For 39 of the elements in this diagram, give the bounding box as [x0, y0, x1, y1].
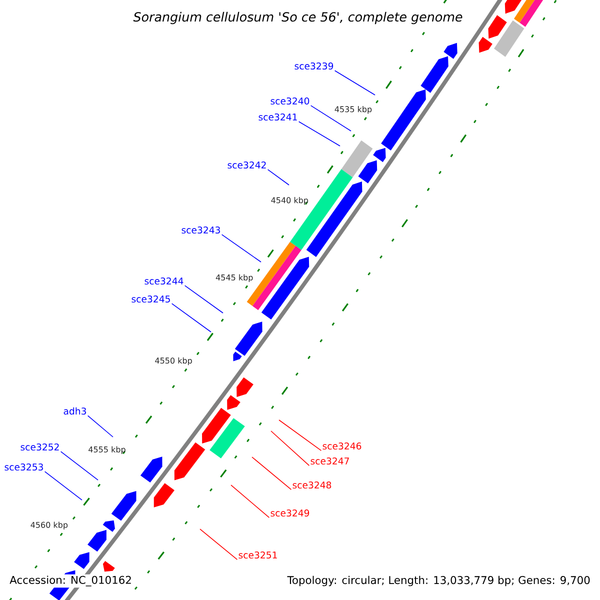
leader-line	[221, 234, 262, 262]
leader-line	[171, 303, 212, 332]
leader-line	[334, 70, 376, 96]
gene-label: sce3244	[144, 277, 184, 285]
gene-label: sce3253	[4, 463, 43, 471]
gene-label: sce3249	[270, 509, 310, 517]
leader-line	[310, 105, 352, 132]
gene-label: sce3252	[20, 443, 59, 451]
leader-line	[87, 415, 114, 438]
leader-line	[267, 169, 290, 186]
leader-line	[44, 471, 82, 500]
gene-label: sce3241	[258, 113, 297, 121]
gene-label: sce3247	[310, 457, 349, 465]
scale-label: 4545 kbp	[216, 274, 253, 282]
leader-line	[184, 285, 224, 314]
accession-label: Accession: NC_010162	[8, 574, 134, 588]
leader-line	[230, 484, 270, 518]
leader-line	[200, 528, 238, 560]
gene-label: sce3251	[238, 551, 277, 559]
gene-label: adh3	[64, 407, 86, 415]
scale-label: 4555 kbp	[88, 446, 126, 454]
title: Sorangium cellulosum 'So ce 56', complete genome	[131, 10, 465, 26]
gene-label: sce3248	[292, 481, 332, 489]
leader-line	[278, 420, 322, 451]
leader-line	[252, 456, 292, 490]
gene-label: sce3246	[322, 442, 362, 450]
leader-line	[60, 451, 98, 480]
gene-label: sce3240	[270, 97, 310, 105]
leader-line	[270, 430, 310, 466]
genome-info-label: Topology: circular; Length: 13,033,779 bp; Genes: 9,700	[286, 574, 592, 588]
scale-label: 4535 kbp	[334, 106, 372, 114]
gene-label: sce3245	[132, 295, 170, 303]
scale-label: 4540 kbp	[271, 197, 308, 205]
scale-label: 4550 kbp	[155, 357, 192, 366]
gene-label: sce3239	[294, 62, 334, 70]
scale-label: 4560 kbp	[30, 522, 68, 530]
gene-label: sce3243	[182, 226, 220, 234]
leader-line	[298, 121, 340, 146]
gene-label: sce3242	[228, 161, 266, 169]
